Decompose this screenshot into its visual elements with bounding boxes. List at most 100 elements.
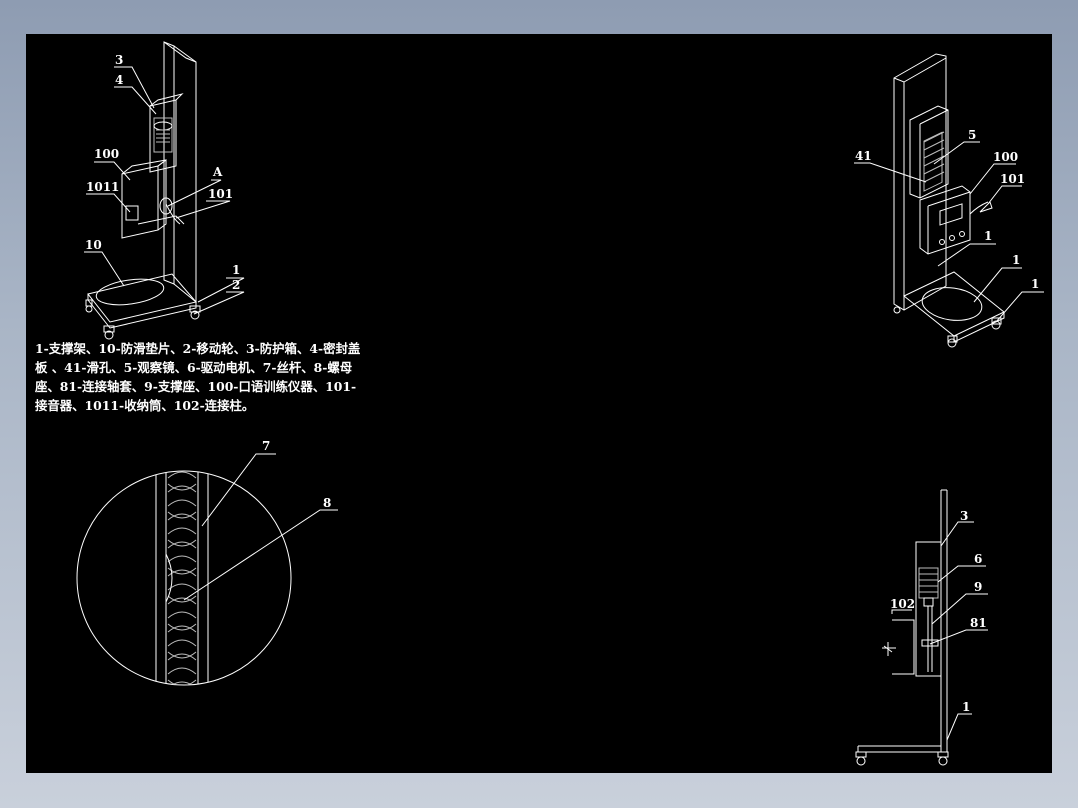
leader-101 [175,200,231,219]
leader-5 [933,141,980,165]
nut-seat [921,639,939,647]
leader-1 [946,713,972,741]
label-9: 9 [974,580,982,594]
leader-81 [929,629,988,645]
training-device-box [919,185,971,255]
isometric-view-right: 5 41 100 101 1 1 1 [854,53,1044,348]
device-bracket [137,215,185,225]
leader-9 [931,593,988,625]
sound-receiver [159,197,173,215]
label-41: 41 [855,149,872,163]
label-7: 7 [262,439,270,453]
side-view: 3 6 9 102 81 1 [855,489,988,766]
leader-A [167,179,222,207]
leader-100 [94,161,131,181]
device-screen [939,203,963,226]
device-knob [949,235,955,241]
support-column [940,489,948,752]
label-4: 4 [115,73,123,87]
device-knob [939,239,945,245]
protective-box-edge [919,109,949,198]
label-A: A [212,165,223,179]
anti-slip-pad [921,287,983,321]
storage-cylinder [125,205,139,221]
technical-drawing: 3 4 100 1011 A 101 10 1 2 [76,41,1044,766]
label-3: 3 [115,53,123,67]
protective-box [909,105,949,199]
label-1-c: 1 [1031,277,1039,291]
leader-1-b [973,267,1022,303]
moving-wheels [85,299,201,340]
leader-10 [84,251,125,287]
label-2: 2 [232,278,240,292]
support-frame-top [163,41,197,63]
label-6: 6 [974,552,982,566]
motor-cap [153,121,173,131]
leader-1 [197,277,245,303]
leader-102 [891,609,912,614]
nut-contact [165,553,173,603]
leader-41 [854,162,927,183]
label-8: 8 [323,496,331,510]
label-1-a: 1 [984,229,992,243]
moving-wheels [855,751,949,766]
protective-box-top [149,93,184,107]
isometric-view-left: 3 4 100 1011 A 101 10 1 2 [84,41,245,340]
leader-100 [969,163,1016,195]
leader-101 [987,185,1022,205]
leader-1011 [86,193,131,213]
training-device-top [121,159,167,175]
moving-wheels [893,306,1002,348]
screw-thread [167,471,197,685]
leader-7 [201,453,276,527]
protective-box [149,99,177,173]
drive-motor [153,117,173,153]
label-1: 1 [962,700,970,714]
label-81: 81 [970,616,987,630]
label-1011: 1011 [86,180,119,194]
parts-legend: 1-支撑架、10-防滑垫片、2-移动轮、3-防护箱、4-密封盖板 、41-滑孔、… [35,341,361,413]
label-100: 100 [94,147,119,161]
label-102: 102 [890,597,915,611]
support-frame-plate [893,53,947,311]
device-knob [959,231,965,237]
leader-2 [193,291,245,315]
base-platform [87,273,197,323]
label-10: 10 [85,238,102,252]
base-platform-side [87,294,197,329]
base-rail [857,745,947,753]
support-frame-plate [173,45,197,304]
base-platform [903,271,1005,337]
sound-receiver [979,201,993,213]
coupling-sleeve [923,597,934,607]
leader-3 [114,66,155,109]
leader-1-a [937,243,996,267]
sound-receiver [882,642,896,656]
leader-3 [940,521,974,547]
observation-mirror-hatch [923,131,945,183]
label-1: 1 [232,263,240,277]
label-101: 101 [208,187,233,201]
screw-rod [927,606,933,672]
leader-1-c [995,291,1044,323]
leader-4 [114,86,157,115]
label-3: 3 [960,509,968,523]
motor-fins [156,129,170,143]
connecting-column [892,619,915,675]
support-frame-plate-edge [893,57,947,310]
label-101: 101 [1000,172,1025,186]
drive-motor [918,567,939,599]
leader-8 [183,509,338,601]
label-1-b: 1 [1012,253,1020,267]
training-device-side [157,159,167,231]
label-100: 100 [993,150,1018,164]
base-platform-side [953,312,1005,343]
label-5: 5 [968,128,976,142]
motor-fins [919,573,938,593]
training-device-edge [927,191,971,254]
detail-view-a: 7 8 [76,439,338,686]
leader-6 [937,565,986,583]
cad-drawing-area[interactable]: 3 4 100 1011 A 101 10 1 2 [26,34,1052,773]
anti-slip-pad [95,278,165,306]
sound-receiver-cable [969,201,989,215]
